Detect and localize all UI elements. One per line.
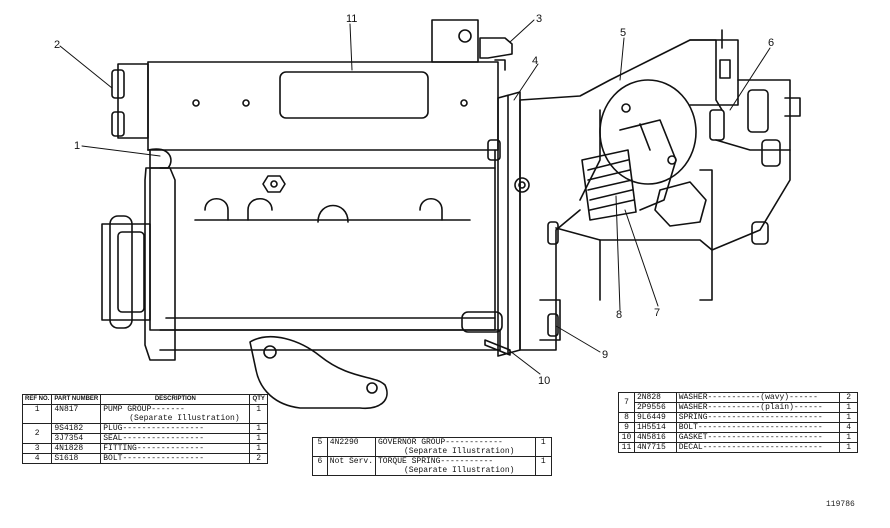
header-part: PART NUMBER [51,394,102,405]
plug [111,69,125,99]
header-ref: REF NO. [21,394,53,405]
table-row: 11 4N7715 DECAL-------------------------… [618,442,858,453]
callout-2: 2 [54,39,60,51]
top-bracket-fitting [431,19,513,71]
table-row: 2P9556 WASHER-----------(plain)------ 1 [619,402,858,413]
parts-table-left: REF NO. PART NUMBER DESCRIPTION QTY 1 4N… [21,394,268,464]
table-row: 9 1H5514 BOLT-------------------------- … [618,422,858,433]
table-row: 2 9S4182 PLUG----------------- 1 [21,423,268,444]
table-row: 3 4N1828 FITTING-------------- 1 [21,443,268,454]
table-row: 8 9L6449 SPRING------------------------ … [618,412,858,423]
table-row: 6 Not Serv. TORQUE SPRING-----------(Sep… [312,456,553,476]
table-row: 5 4N2290 GOVERNOR GROUP------------(Sepa… [312,437,553,457]
header-desc: DESCRIPTION [100,394,251,405]
governor-housing [519,29,801,351]
torque-spring [581,149,637,221]
header-qty: QTY [249,394,268,405]
callout-10: 10 [538,375,550,387]
callout-5: 5 [620,27,626,39]
table-row: 7 2N828 WASHER-----------(wavy)------ 2 [618,392,858,413]
callout-7: 7 [654,307,660,319]
callout-6: 6 [768,37,774,49]
table-row: 4 S1618 BOLT----------------- 2 [21,453,268,464]
parts-table-right: 7 2N828 WASHER-----------(wavy)------ 2 … [618,392,858,453]
callout-4: 4 [532,55,538,67]
callout-9: 9 [602,349,608,361]
callout-1: 1 [74,140,80,152]
table-row: 3J7354 SEAL----------------- 1 [23,433,268,444]
hex-plug [654,181,707,227]
parts-table-middle: 5 4N2290 GOVERNOR GROUP------------(Sepa… [312,437,553,476]
callout-3: 3 [536,13,542,25]
decal-plate [279,71,429,119]
callout-11: 11 [346,13,357,25]
pump-housing [101,61,501,410]
table-row: 1 4N817 PUMP GROUP-------(Separate Illus… [21,404,268,424]
callout-numbers: 2 1 11 3 4 5 6 7 8 9 10 [54,13,774,387]
leader-lines [59,19,771,375]
callout-8: 8 [616,309,622,321]
illustration-code: 119786 [826,500,855,509]
table-row: 10 4N5816 GASKET------------------------… [618,432,858,443]
